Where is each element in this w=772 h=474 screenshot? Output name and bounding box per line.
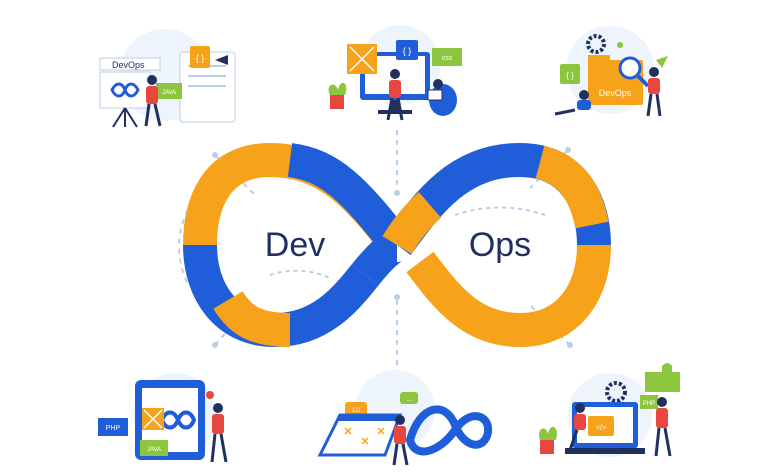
devops-title-text: DevOps [112, 60, 145, 70]
triangle-decoration [656, 56, 668, 68]
plant-pot [540, 440, 554, 454]
connector-dot [394, 190, 400, 196]
plant-leaves [539, 426, 557, 440]
person-body [656, 408, 668, 428]
speech-bubble-text: ... [406, 397, 411, 403]
loop-inner-dash [269, 269, 331, 279]
connector-dot [394, 294, 400, 300]
person-head [390, 69, 400, 79]
loop-left-top-blue [287, 143, 411, 256]
connector-dot [212, 342, 218, 348]
speech-bubble [400, 392, 418, 404]
person-head [147, 75, 157, 85]
vignette-top-center: { } css [328, 25, 462, 121]
css-tag [432, 48, 462, 66]
mini-infinity-icon [110, 82, 140, 98]
magnifier-icon [618, 56, 642, 80]
dot-decoration [206, 391, 214, 399]
plant-leaves [328, 82, 347, 95]
php-tag [640, 395, 658, 409]
infinity-sculpture [405, 405, 493, 456]
loop-left-bottom-orange [213, 290, 291, 347]
code-braces-text: { } [566, 71, 574, 80]
person-body [577, 100, 591, 110]
java-tag-text: JAVA [147, 447, 161, 453]
folder-label-text: DevOps [599, 88, 632, 98]
code-card [396, 40, 418, 60]
person-head [649, 67, 659, 77]
connector-dot [212, 152, 218, 158]
person-head [213, 403, 223, 413]
laptop [427, 89, 443, 101]
person-body [394, 426, 406, 444]
speech-bubble [345, 402, 367, 416]
person-body [389, 80, 401, 98]
dot-decoration [617, 42, 623, 48]
css-tag-text: css [442, 55, 453, 62]
person-head [575, 403, 585, 413]
plant-pot [330, 95, 344, 109]
play-icon [215, 55, 228, 65]
vignette-top-right: DevOps { } [554, 26, 668, 117]
code-braces-text: { } [196, 53, 205, 63]
java-tag [156, 83, 182, 99]
person-head [657, 397, 667, 407]
vignette-bottom-right: </> PHP [539, 363, 680, 457]
person-body [648, 78, 660, 94]
laptop-base [565, 448, 645, 454]
loop-crossing-orange [382, 192, 442, 255]
loop-right-top-orange [534, 145, 609, 229]
dev-label: Dev [265, 226, 325, 264]
vignette-bottom-center: 1/2 ... [317, 370, 493, 466]
screen-code-text: </> [596, 425, 606, 432]
code-braces-text: { } [403, 46, 412, 56]
code-card [190, 46, 210, 68]
connector-top-right [529, 149, 569, 189]
person-head [395, 415, 405, 425]
calendar-marks [344, 427, 385, 445]
person-head [579, 90, 589, 100]
person-body [212, 414, 224, 434]
vignette-bottom-left: PHP JAVA [98, 373, 228, 463]
title-bar [99, 57, 161, 71]
php-tag [98, 418, 128, 436]
vignette-top-left: { } DevOps JAVA [99, 29, 236, 128]
person-head [433, 79, 443, 89]
infinity-loop [183, 142, 611, 348]
connector-dot [567, 342, 573, 348]
php-tag-text: PHP [643, 401, 655, 407]
puzzle-piece-green [645, 363, 680, 392]
speech-bubble-text: 1/2 [352, 408, 361, 414]
gear-icon [605, 381, 627, 403]
person-body [574, 414, 586, 430]
connector-dots [212, 147, 573, 348]
php-tag-text: PHP [106, 425, 121, 432]
java-tag [140, 440, 168, 456]
loop-inner-dash [454, 206, 546, 216]
person-body [146, 86, 158, 104]
connector-dot [565, 147, 571, 153]
java-tag-text: JAVA [162, 90, 176, 96]
gear-icon [586, 34, 606, 54]
mini-infinity-icon [159, 410, 197, 430]
ops-label: Ops [469, 226, 531, 264]
loop-crossing-blue [351, 228, 404, 286]
puzzle-piece [588, 416, 614, 436]
code-card [560, 64, 580, 84]
loop-right-bottom-orange [406, 244, 611, 348]
